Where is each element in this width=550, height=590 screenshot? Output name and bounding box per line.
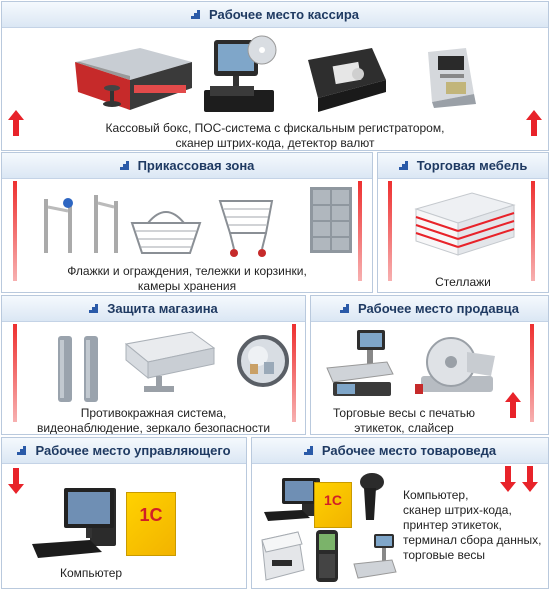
turnstile-gate-image	[44, 195, 118, 253]
dots-icon	[190, 9, 201, 20]
red-bar-decor	[388, 181, 392, 281]
dots-icon	[339, 303, 350, 314]
red-bar-decor	[358, 181, 362, 281]
dots-icon	[398, 160, 409, 171]
checkout-zone-header: Прикассовая зона	[2, 153, 372, 179]
dots-icon	[303, 445, 314, 456]
furniture-header: Торговая мебель	[378, 153, 548, 179]
red-bar-decor	[13, 324, 17, 422]
manager-panel[interactable]: Рабочее место управляющего 1С Компьютер	[1, 437, 247, 589]
safety-mirror-image	[237, 335, 289, 387]
checkout-zone-description: Флажки и ограждения, тележки и корзинки,…	[67, 264, 307, 293]
shopping-basket-image	[130, 211, 202, 254]
seller-title: Рабочее место продавца	[357, 301, 520, 316]
furniture-panel[interactable]: Торговая мебель Стеллажи	[377, 152, 549, 293]
shopping-cart-image	[218, 200, 274, 257]
seller-panel[interactable]: Рабочее место продавца Торговые весы с п…	[310, 295, 549, 435]
red-bar-decor	[13, 181, 17, 281]
down-arrow-icon	[522, 466, 538, 492]
manager-header: Рабочее место управляющего	[2, 438, 246, 464]
seller-header: Рабочее место продавца	[311, 296, 548, 322]
merch-description: Компьютер, сканер штрих-кода, принтер эт…	[403, 488, 542, 562]
protection-header: Защита магазина	[2, 296, 305, 322]
merch-header: Рабочее место товароведа	[252, 438, 548, 464]
storage-lockers-image	[310, 187, 352, 253]
cashier-panel[interactable]: Рабочее место кассира Кассов	[1, 1, 549, 151]
cctv-camera-image	[124, 331, 216, 392]
dots-icon	[89, 303, 99, 314]
seller-description: Торговые весы с печатью этикеток, слайсе…	[333, 406, 475, 435]
dots-icon	[17, 445, 27, 456]
software-box-image: 1С	[314, 482, 352, 528]
dots-icon	[119, 160, 130, 171]
up-arrow-icon	[8, 110, 24, 136]
protection-title: Защита магазина	[107, 301, 218, 316]
box-label: 1С	[139, 505, 163, 525]
cashier-description: Кассовый бокс, ПОС-система с фискальным …	[105, 121, 445, 150]
pos-terminal-image	[204, 35, 277, 112]
trade-scale-image	[353, 534, 397, 579]
furniture-title: Торговая мебель	[416, 158, 528, 173]
checkout-zone-title: Прикассовая зона	[137, 158, 255, 173]
down-arrow-icon	[500, 466, 516, 492]
down-arrow-icon	[8, 468, 24, 494]
software-box-image: 1С	[126, 492, 176, 556]
currency-detector-image	[428, 48, 476, 108]
cashier-header: Рабочее место кассира	[2, 2, 548, 28]
red-bar-decor	[531, 181, 535, 281]
merch-title: Рабочее место товароведа	[321, 443, 497, 458]
red-bar-decor	[530, 324, 534, 422]
label-printer-image	[261, 531, 305, 581]
cashier-title: Рабочее место кассира	[208, 7, 359, 22]
handheld-scanner-image	[360, 473, 384, 520]
shelving-image	[414, 192, 516, 256]
up-arrow-icon	[526, 110, 542, 136]
barcode-scanner-image	[308, 48, 386, 112]
checkout-counter-image	[75, 48, 192, 110]
manager-title: Рабочее место управляющего	[35, 443, 231, 458]
label-scale-image	[326, 330, 394, 396]
computer-image	[264, 478, 320, 521]
meat-slicer-image	[415, 337, 495, 394]
data-terminal-image	[316, 530, 338, 582]
protection-description: Противокражная система, видеонаблюдение,…	[36, 406, 271, 435]
computer-image	[32, 488, 116, 558]
protection-panel[interactable]: Защита магазина Противокражная система, …	[1, 295, 306, 435]
up-arrow-icon	[505, 392, 521, 418]
checkout-zone-panel[interactable]: Прикассовая зона Флажки и ограждения, те…	[1, 152, 373, 293]
box-label: 1С	[324, 492, 342, 508]
merch-panel[interactable]: Рабочее место товароведа 1С Компьютер, с…	[251, 437, 549, 589]
furniture-description: Стеллажи	[435, 275, 491, 289]
anti-theft-gates-image	[58, 336, 98, 402]
red-bar-decor	[292, 324, 296, 422]
manager-description: Компьютер	[60, 566, 123, 580]
